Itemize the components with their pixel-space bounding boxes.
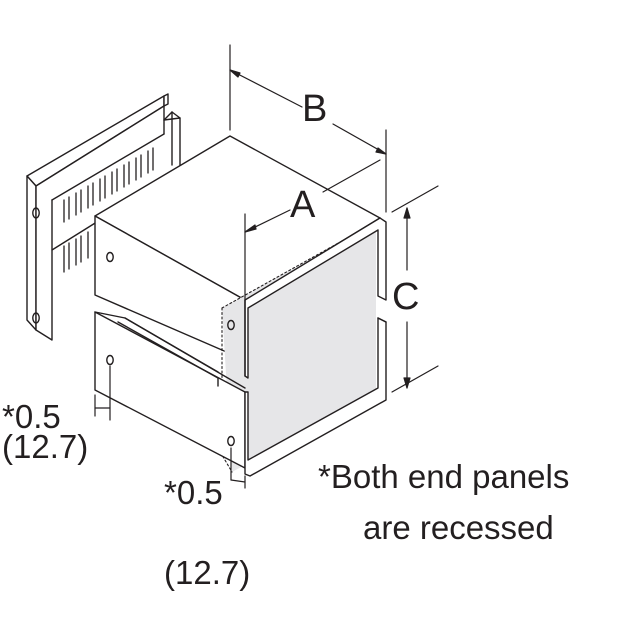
panel-hole [227,435,235,447]
vent-slots [63,147,154,273]
bottom-offset-mm-label: (12.7) [164,554,251,591]
dimension-label-b: B [302,88,328,130]
mounting-hole [32,207,40,219]
side-hole [106,354,114,366]
upper-flange [244,217,387,379]
rear-vented-bracket [26,93,181,341]
dimension-lines [94,44,439,489]
recessed-end-panel [222,222,376,472]
panel-hole [227,319,235,331]
left-offset-inch-label: *0.5 [2,398,61,435]
left-offset-mm-label: (12.7) [2,428,89,465]
enclosure-box [94,135,387,477]
bottom-offset-inch-label: *0.5 [164,474,223,511]
dimension-label-c: C [392,276,420,318]
dimension-label-a: A [290,184,316,226]
recess-note-line2: are recessed [363,509,554,546]
side-hole [106,251,114,263]
recess-note-line1: *Both end panels [318,458,570,495]
mounting-hole [32,312,40,324]
